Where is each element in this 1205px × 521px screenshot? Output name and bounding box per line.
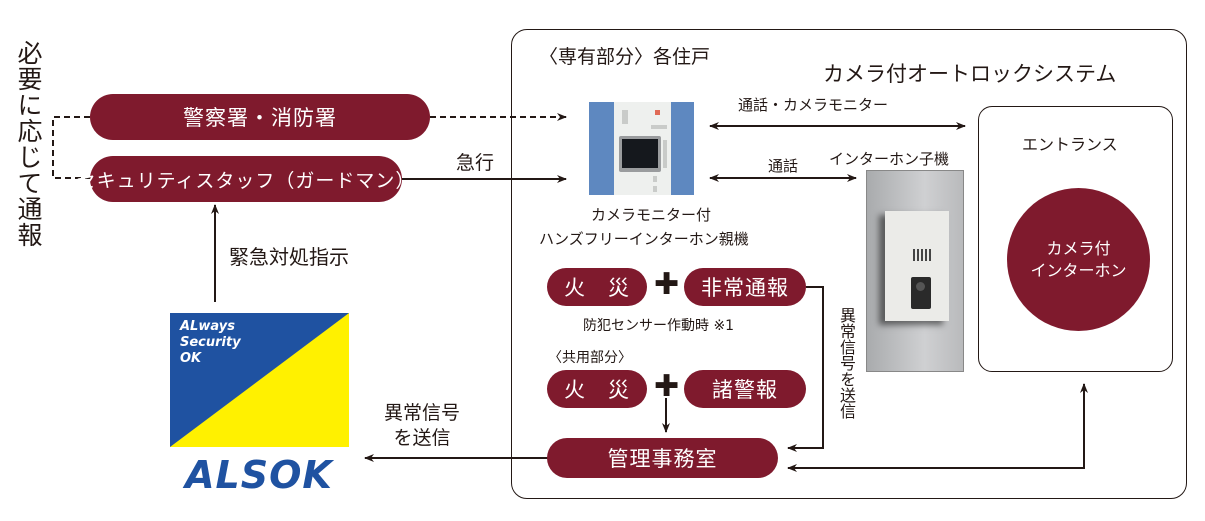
alsok-wordmark: ALSOK xyxy=(185,453,333,497)
alarms-pill: 諸警報 xyxy=(684,370,806,408)
subunit-label: インターホン子機 xyxy=(829,150,950,168)
alert-label: 異常信号 を送信 xyxy=(384,401,460,451)
rush-label: 急行 xyxy=(456,152,495,174)
entrance-intercom-circle: カメラ付 インターホン xyxy=(1007,188,1150,331)
monitor-caption-line1: カメラモニター付 xyxy=(591,206,712,224)
vertical-note: 必要に応じて通報 xyxy=(14,40,43,248)
arrow-office-entrance xyxy=(787,383,1088,472)
camera-lens-icon xyxy=(916,282,925,291)
logo-graphic xyxy=(170,313,349,447)
monitor-screen xyxy=(622,139,658,168)
speaker-grille xyxy=(913,249,933,261)
monitor-caption-line2: ハンズフリーインターホン親機 xyxy=(539,230,749,248)
logo-tagline: ALways Security OK xyxy=(180,319,241,367)
system-title: カメラ付オートロックシステム xyxy=(823,62,1117,86)
emergency-call-pill: 非常通報 xyxy=(684,268,806,306)
system-frame xyxy=(511,29,1187,499)
fire-pill-common: 火 災 xyxy=(547,370,647,408)
vertical-send-label: 異常信号を送信 xyxy=(837,307,856,419)
security-staff-pill: セキュリティスタッフ（ガードマン） xyxy=(77,156,414,202)
monitor-device-image xyxy=(589,102,694,195)
tagline-line1: ALways xyxy=(180,319,235,334)
tagline-line2: Security xyxy=(180,335,241,350)
plus-icon: ✚ xyxy=(654,369,680,404)
plus-icon: ✚ xyxy=(654,267,680,302)
entrance-label: エントランス xyxy=(1022,135,1118,154)
indicator-light xyxy=(655,110,660,115)
alert-label-line2: を送信 xyxy=(393,427,451,449)
tagline-line3: OK xyxy=(180,351,202,366)
alsok-logo: ALways Security OK xyxy=(170,313,349,447)
entrance-circle-line2: インターホン xyxy=(1030,260,1127,280)
fire-pill-private: 火 災 xyxy=(547,268,647,306)
sensor-note: 防犯センサー作動時 ※1 xyxy=(583,318,735,334)
intercom-subunit-image xyxy=(866,170,964,372)
management-office-pill: 管理事務室 xyxy=(547,438,778,478)
call-camera-label: 通話・カメラモニター xyxy=(738,96,889,114)
private-area-label: 〈専有部分〉各住戸 xyxy=(539,46,711,68)
call-label: 通話 xyxy=(768,157,799,175)
entrance-frame xyxy=(978,106,1173,372)
instruction-label: 緊急対処指示 xyxy=(229,245,349,269)
common-area-label: 〈共用部分〉 xyxy=(548,350,632,366)
police-fire-pill: 警察署・消防署 xyxy=(90,94,430,140)
alert-label-line1: 異常信号 xyxy=(384,402,461,424)
entrance-circle-line1: カメラ付 xyxy=(1046,238,1111,258)
